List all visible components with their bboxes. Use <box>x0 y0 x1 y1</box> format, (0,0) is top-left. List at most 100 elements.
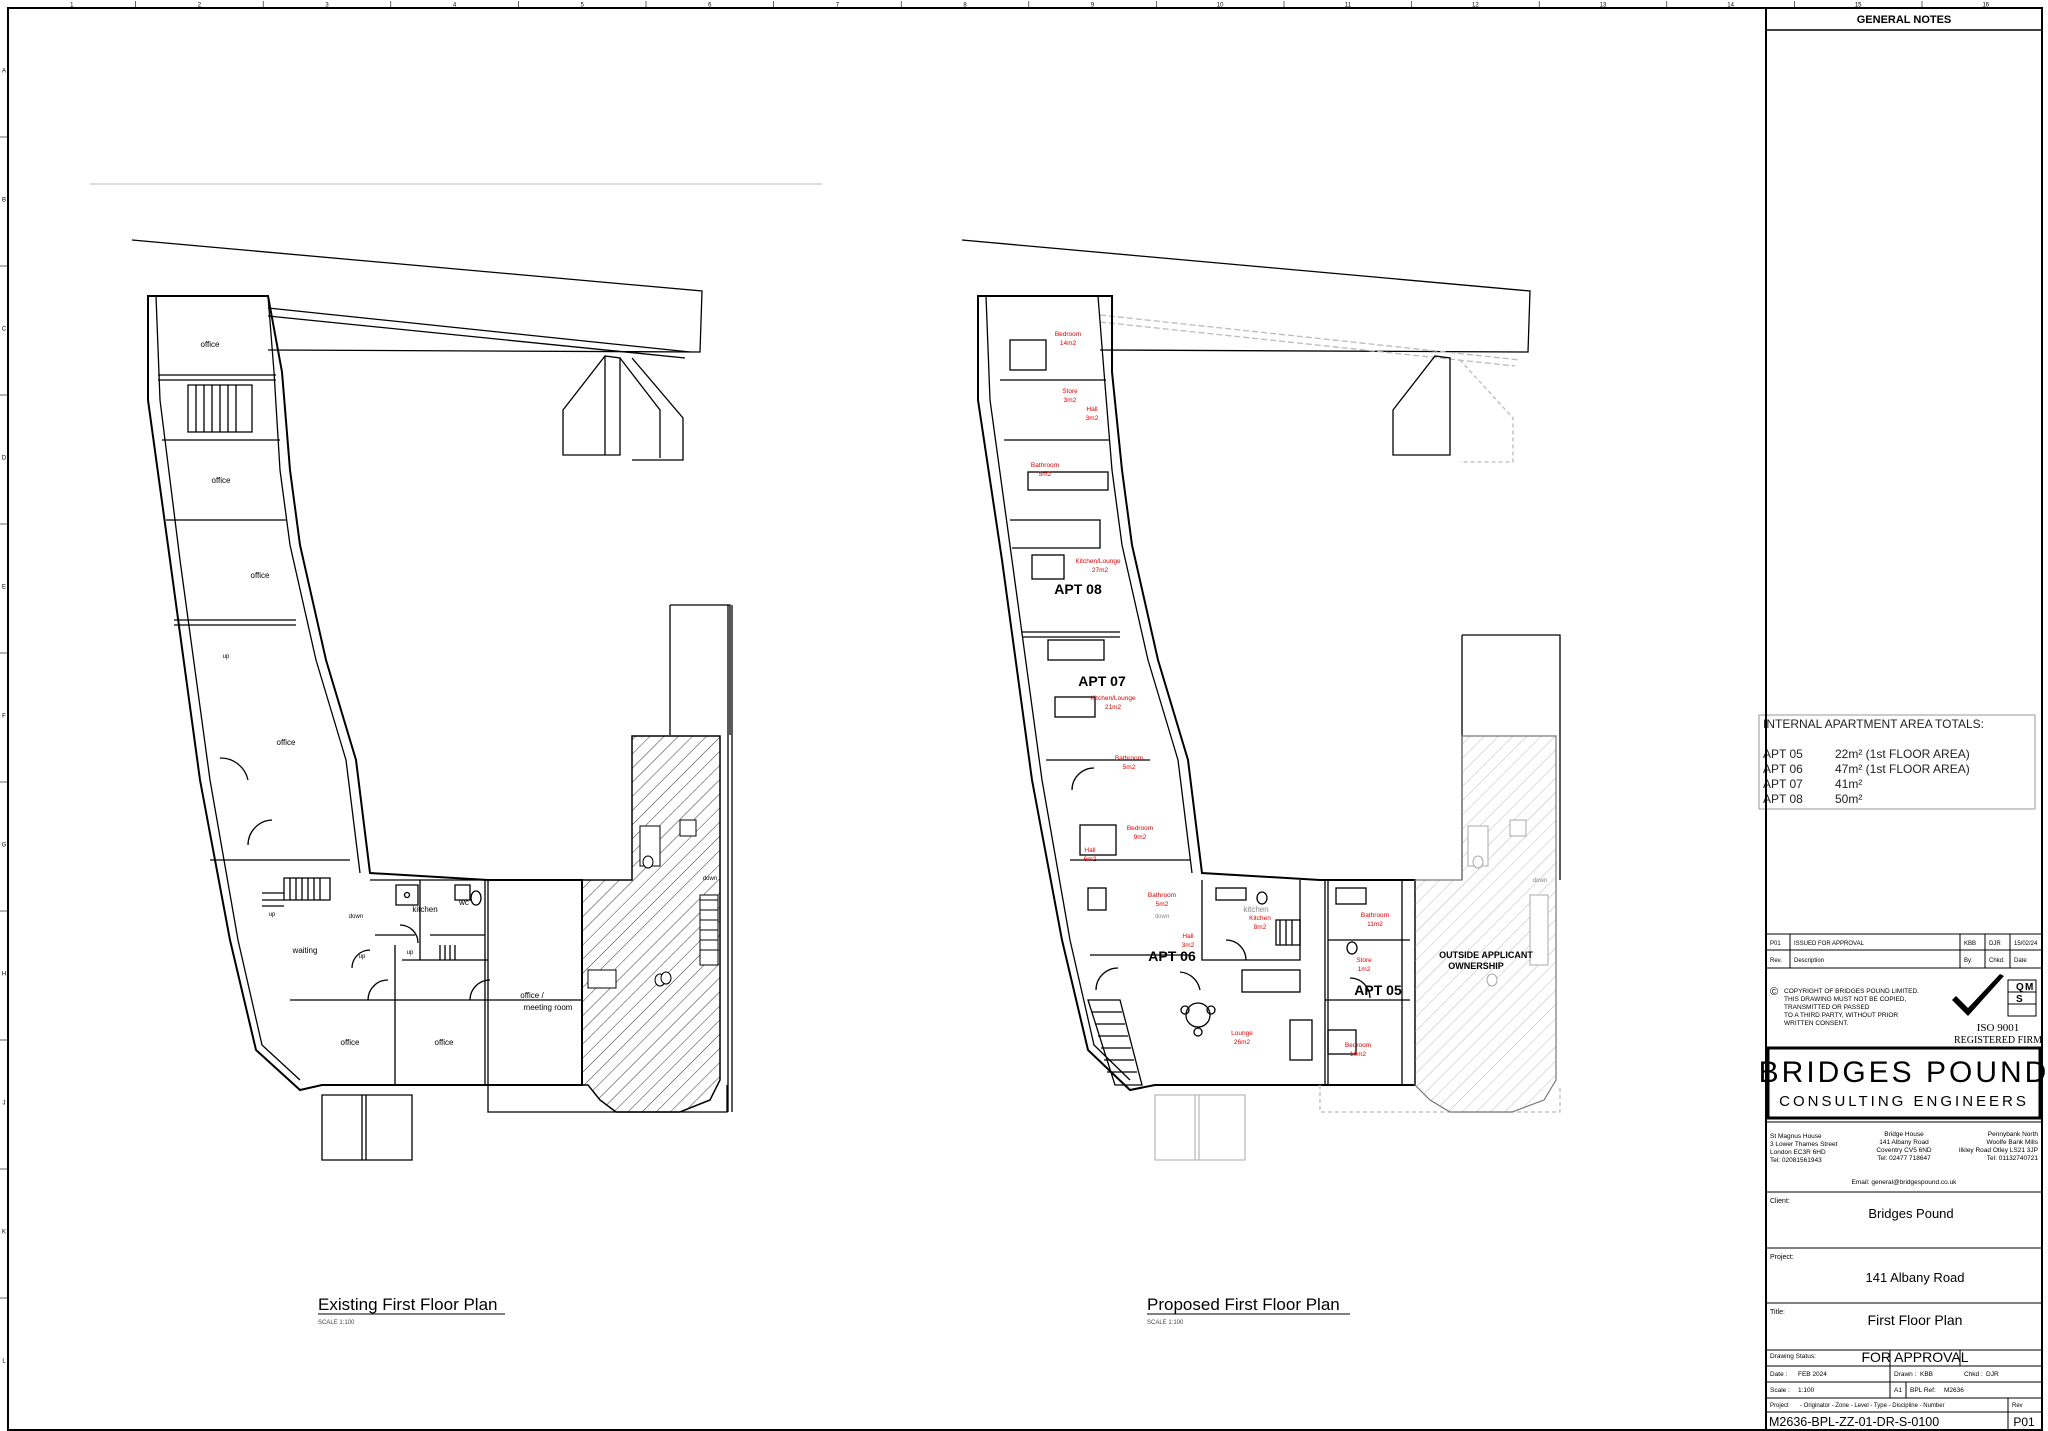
existing-up-label-3: up <box>359 954 366 960</box>
project-code-format: - Originator - Zone - Level - Type - Dis… <box>1800 1403 1945 1409</box>
rev-head-rev: Rev. <box>1770 958 1782 964</box>
lounge-label: Lounge <box>1231 1030 1253 1037</box>
existing-kitchen-label: kitchen <box>412 905 437 914</box>
office-2-line-1: Bridge House <box>1884 1131 1924 1138</box>
apt-05-label: APT 05 <box>1354 982 1402 998</box>
area-apt-07: APT 07 <box>1763 777 1803 791</box>
project-label: Project: <box>1770 1254 1794 1261</box>
grid-row-label: G <box>2 843 7 849</box>
proposed-plan-scale: SCALE 1:100 <box>1147 1320 1184 1326</box>
bedroom-label-2: Bedroom <box>1127 825 1153 832</box>
grid-column-label: 1 <box>70 3 74 9</box>
copyright-line-1: COPYRIGHT OF BRIDGES POUND LIMITED. <box>1784 988 1919 995</box>
existing-down-label-2: down <box>703 876 717 882</box>
date-label: Date : <box>1770 1371 1788 1378</box>
outside-ownership-fixtures <box>1467 819 1549 987</box>
kitchen-area-3: 8m2 <box>1254 924 1267 931</box>
client-value: Bridges Pound <box>1868 1206 1953 1221</box>
bathroom-area-1: 5m2 <box>1039 471 1052 478</box>
area-apt-05-value: 22m² (1st FLOOR AREA) <box>1835 747 1970 761</box>
drawing-number: M2636-BPL-ZZ-01-DR-S-0100 <box>1769 1415 1939 1429</box>
office-1-line-3: London EC3R 6HD <box>1770 1149 1826 1156</box>
office-1-line-2: 3 Lower Thames Street <box>1770 1141 1838 1148</box>
kitchen-label-3: Kitchen <box>1249 915 1271 922</box>
grid-column-label: 8 <box>963 3 967 9</box>
bathroom-area-3: 5m2 <box>1156 901 1169 908</box>
iso-registered-label: REGISTERED FIRM <box>1954 1035 2042 1046</box>
rev-row-chkd: DJR <box>1989 941 2001 947</box>
grid-column-label: 5 <box>581 3 585 9</box>
grid-column-label: 15 <box>1855 3 1862 9</box>
office-3-line-2: Woolfe Bank Mills <box>1986 1139 2038 1146</box>
grid-row-label: J <box>3 1101 6 1107</box>
apt-06-label: APT 06 <box>1148 948 1196 964</box>
store-label-1: Store <box>1062 388 1078 395</box>
qms-s: S <box>2016 994 2023 1005</box>
project-value: 141 Albany Road <box>1865 1270 1964 1285</box>
grid-column-label: 14 <box>1727 3 1734 9</box>
status-value: FOR APPROVAL <box>1861 1349 1968 1365</box>
area-apt-06-value: 47m² (1st FLOOR AREA) <box>1835 762 1970 776</box>
drawn-label: Drawn : <box>1894 1371 1917 1378</box>
grid-row-label: K <box>2 1230 6 1236</box>
area-apt-07-value: 41m² <box>1835 777 1862 791</box>
outside-ownership-label-1: OUTSIDE APPLICANT <box>1439 950 1533 960</box>
kitchen-lounge-area-1: 27m2 <box>1092 567 1109 574</box>
checked-value: DJR <box>1986 1371 1999 1378</box>
hall-label-3: Hall <box>1182 933 1194 940</box>
iso-tick-icon <box>1952 974 2004 1016</box>
office-1-line-4: Tel: 02081561943 <box>1770 1157 1822 1164</box>
existing-up-label-4: up <box>407 950 414 956</box>
brand-tagline: CONSULTING ENGINEERS <box>1779 1093 2029 1110</box>
proposed-kitchen-grey-label: kitchen <box>1243 905 1268 914</box>
hall-area-3: 3m2 <box>1182 942 1195 949</box>
rev-head-by: By: <box>1964 958 1973 964</box>
bathroom-label-1: Bathroom <box>1031 462 1059 469</box>
grid-column-label: 10 <box>1217 3 1224 9</box>
kitchen-lounge-label-1: Kitchen/Lounge <box>1075 558 1121 565</box>
existing-up-label-2: up <box>269 912 276 918</box>
copyright-line-2: THIS DRAWING MUST NOT BE COPIED, <box>1784 996 1907 1003</box>
grid-column-label: 6 <box>708 3 712 9</box>
store-area-4: 1m2 <box>1358 966 1371 973</box>
grid-row-label: H <box>2 972 6 978</box>
grid-row-label: B <box>2 198 6 204</box>
scale-value: 1:100 <box>1798 1387 1815 1394</box>
office-2-line-4: Tel: 02477 718647 <box>1877 1155 1931 1162</box>
bedroom-label-4: Bedroom <box>1345 1042 1371 1049</box>
apt-08-label: APT 08 <box>1054 581 1102 597</box>
grid-column-label: 2 <box>198 3 202 9</box>
grid-column-label: 12 <box>1472 3 1479 9</box>
apt-07-label: APT 07 <box>1078 673 1126 689</box>
checked-label: Chkd : <box>1964 1371 1983 1378</box>
rev-head-date: Date <box>2014 958 2027 964</box>
qms-q: Q <box>2016 982 2024 993</box>
existing-meeting-label-2: meeting room <box>524 1003 573 1012</box>
rev-row-rev: P01 <box>1770 941 1781 947</box>
grid-row-label: F <box>2 714 6 720</box>
copyright-symbol: © <box>1770 986 1778 998</box>
date-value: FEB 2024 <box>1798 1371 1827 1378</box>
bathroom-label-4: Bathroom <box>1361 912 1389 919</box>
bedroom-area-4: 10m2 <box>1350 1051 1367 1058</box>
existing-plan-title: Existing First Floor Plan <box>318 1295 498 1314</box>
bpl-ref-value: M2636 <box>1944 1387 1964 1394</box>
office-3-line-1: Pennybank North <box>1988 1131 2039 1138</box>
bedroom-area-1: 14m2 <box>1060 340 1077 347</box>
office-3-line-4: Tel: 01132740721 <box>1987 1155 2039 1162</box>
title-block <box>1765 7 2043 1431</box>
drawn-value: KBB <box>1920 1371 1933 1378</box>
hall-label-1: Hall <box>1086 406 1098 413</box>
hall-area-1: 3m2 <box>1086 415 1099 422</box>
client-label: Client: <box>1770 1198 1790 1205</box>
office-2-line-2: 141 Albany Road <box>1879 1139 1929 1146</box>
existing-hatch-stair <box>700 899 718 951</box>
store-label-4: Store <box>1356 957 1372 964</box>
area-apt-05: APT 05 <box>1763 747 1803 761</box>
bathroom-area-4: 11m2 <box>1367 921 1383 928</box>
kitchen-lounge-label-2: Kitchen/Lounge <box>1090 695 1136 702</box>
grid-column-label: 7 <box>836 3 840 9</box>
copyright-line-3: TRANSMITTED OR PASSED <box>1784 1004 1870 1011</box>
revision-number: P01 <box>2013 1415 2035 1429</box>
